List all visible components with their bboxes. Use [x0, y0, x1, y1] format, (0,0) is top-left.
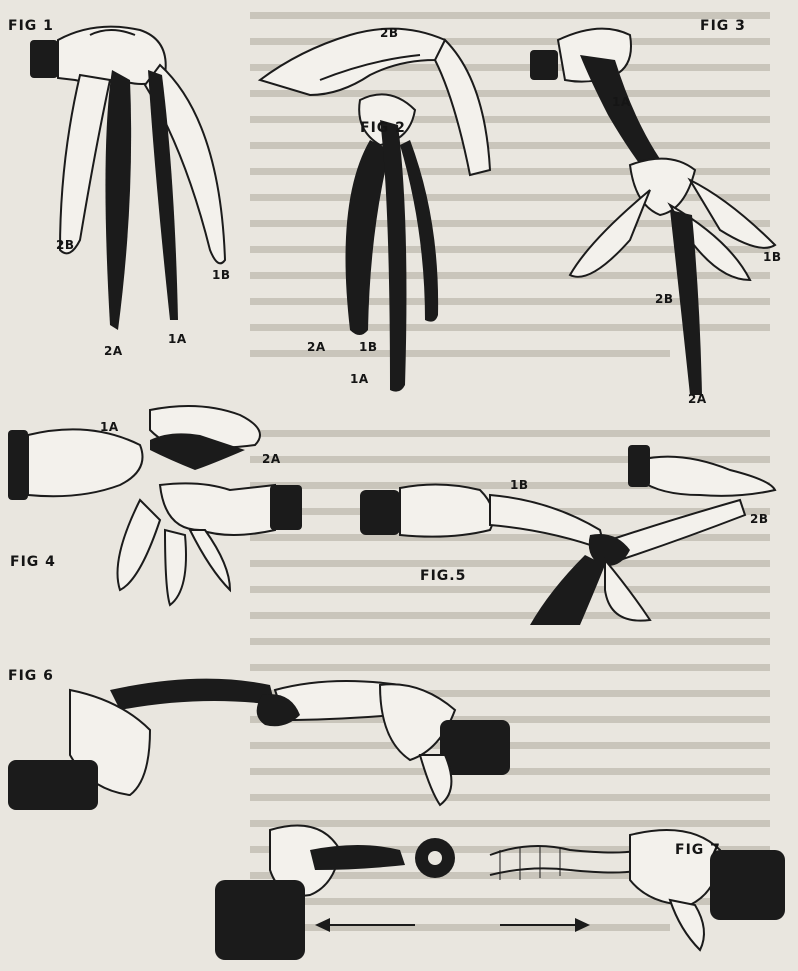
figure-5-label-1b: 1B [510, 478, 529, 492]
figure-2: FIG 2 2B 2A 1B 1A [240, 0, 510, 400]
figure-3-title: FIG 3 [700, 18, 746, 34]
figure-6-title: FIG 6 [8, 668, 54, 684]
figure-1-label-2a: 2A [104, 344, 123, 358]
figure-3-label-1b: 1B [763, 250, 782, 264]
figure-1-title: FIG 1 [8, 18, 54, 34]
figure-4-title: FIG 4 [10, 554, 56, 570]
figure-1-label-1a: 1A [168, 332, 187, 346]
figure-4-label-2a: 2A [262, 452, 281, 466]
figure-4: FIG 4 1A 2A [0, 390, 340, 620]
figure-4-label-1a: 1A [100, 420, 119, 434]
figure-3-label-2b: 2B [655, 292, 674, 306]
figure-3: FIG 3 1A 1B 2B 2A [520, 0, 798, 420]
figure-6: FIG 6 [0, 660, 520, 820]
figure-6-drawing [0, 660, 520, 820]
figure-5: FIG.5 1B 2B [350, 440, 798, 630]
figure-3-drawing [520, 0, 798, 420]
figure-1-drawing [0, 0, 260, 370]
figure-3-label-2a: 2A [688, 392, 707, 406]
figure-2-label-2b: 2B [380, 26, 399, 40]
figure-2-title: FIG 2 [360, 120, 406, 136]
figure-2-label-2a: 2A [307, 340, 326, 354]
figure-1-label-2b: 2B [56, 238, 75, 252]
figure-4-drawing [0, 390, 340, 620]
figure-7-drawing [200, 810, 798, 967]
figure-5-label-2b: 2B [750, 512, 769, 526]
figure-5-title: FIG.5 [420, 568, 466, 584]
figure-7: FIG 7 [200, 810, 798, 967]
figure-2-label-1a: 1A [350, 372, 369, 386]
figure-3-label-1a: 1A [612, 95, 631, 109]
figure-7-title: FIG 7 [675, 842, 721, 858]
figure-1-label-1b: 1B [212, 268, 231, 282]
figure-2-label-1b: 1B [359, 340, 378, 354]
figure-5-drawing [350, 440, 798, 630]
figure-1: FIG 1 2B 1B 2A 1A [0, 0, 260, 370]
